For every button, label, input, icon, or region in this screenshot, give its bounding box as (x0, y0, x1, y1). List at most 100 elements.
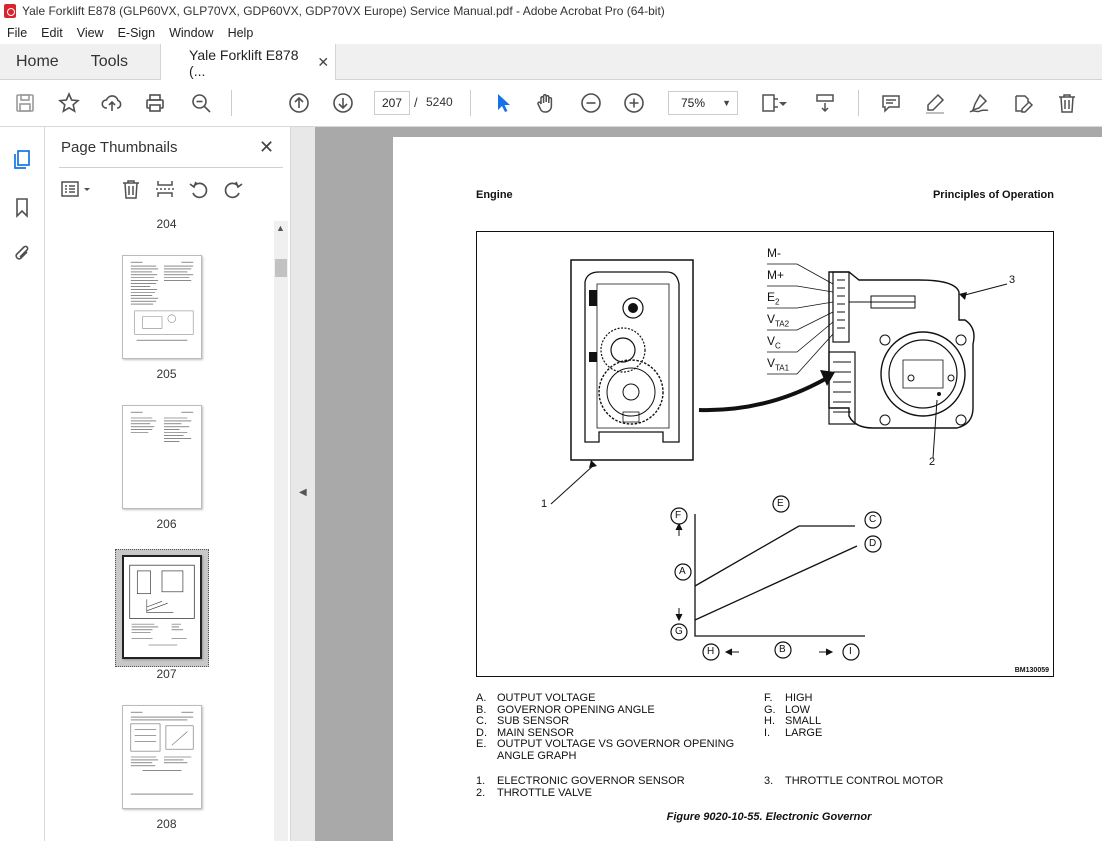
legend-key: 1. (476, 775, 486, 787)
label-e2-main: E (767, 290, 776, 304)
thumbnail-page-208[interactable] (122, 705, 202, 809)
rotate-counterclockwise-icon[interactable] (187, 177, 211, 201)
close-tab-icon[interactable]: ✕ (317, 54, 330, 70)
thumbnail-page-206[interactable] (122, 405, 202, 509)
tab-document[interactable]: Yale Forklift E878 (... ✕ (160, 44, 337, 81)
sign-pen-icon[interactable] (966, 90, 992, 116)
fit-page-chevron-icon[interactable] (776, 90, 790, 116)
thumbnail-label: 207 (156, 667, 177, 681)
panel-collapse-strip[interactable]: ◀ (291, 127, 315, 841)
print-icon[interactable] (142, 90, 168, 116)
save-icon[interactable] (12, 90, 38, 116)
label-vta1-main: V (767, 356, 776, 370)
menu-esign[interactable]: E-Sign (117, 26, 156, 40)
legend-row: C.SUB SENSOR (476, 716, 734, 728)
thumbnail-preview (129, 564, 195, 646)
label-vc: VC (767, 334, 781, 350)
legend-row: H.SMALL (764, 716, 822, 728)
legend-row: E.OUTPUT VOLTAGE VS GOVERNOR OPENING (476, 739, 734, 751)
legend-numbers-right: 3.THROTTLE CONTROL MOTOR (764, 775, 943, 788)
legend-row: D. MAIN SENSOR (476, 726, 734, 740)
legend-key (476, 751, 497, 763)
rotate-clockwise-icon[interactable] (221, 177, 245, 201)
highlight-pen-icon[interactable] (922, 90, 948, 116)
label-vta2-main: V (767, 312, 776, 326)
tab-tools[interactable]: Tools (90, 52, 129, 70)
thumbnail-page-205[interactable] (122, 255, 202, 359)
graph-letter-b: B (779, 644, 786, 655)
graph-letter-g: G (675, 626, 683, 637)
legend-text: MAIN SENSOR (497, 726, 575, 739)
bookmarks-icon[interactable] (10, 195, 34, 219)
zoom-level-value: 75% (681, 96, 706, 110)
delete-trash-icon[interactable] (1054, 90, 1080, 116)
legend-key: 2. (476, 786, 486, 799)
edit-pdf-icon[interactable] (1010, 90, 1036, 116)
page-thumbnails-panel: Page Thumbnails ✕ 204 205 206 (45, 127, 291, 841)
label-vta2: VTA2 (767, 312, 789, 328)
close-panel-icon[interactable]: ✕ (259, 137, 275, 157)
delete-pages-icon[interactable] (119, 177, 143, 201)
label-m-minus: M- (767, 246, 781, 260)
comment-icon[interactable] (878, 90, 904, 116)
chevron-down-icon: ▼ (722, 98, 731, 108)
legend-row: F.HIGH (764, 692, 822, 705)
scroll-mode-icon[interactable] (812, 90, 838, 116)
document-viewer[interactable]: Engine Principles of Operation (315, 127, 1102, 841)
legend-row: B.GOVERNOR OPENING ANGLE (476, 703, 734, 717)
bookmark-star-icon[interactable] (56, 90, 82, 116)
left-rail (0, 127, 45, 841)
upload-cloud-icon[interactable] (99, 90, 125, 116)
legend-row: G.LOW (764, 703, 822, 717)
graph-letter-e: E (777, 498, 784, 509)
legend-text: THROTTLE VALVE (497, 786, 592, 799)
page-number-input[interactable]: 207 (374, 91, 410, 115)
zoom-level-select[interactable]: 75% ▼ (668, 91, 738, 115)
scrollbar-thumb[interactable] (275, 259, 287, 277)
thumbnail-scrollbar[interactable]: ▲ (274, 221, 288, 841)
thumbnail-label: 208 (156, 817, 177, 831)
figure-caption: Figure 9020-10-55. Electronic Governor (666, 811, 872, 823)
previous-page-icon[interactable] (286, 90, 312, 116)
label-e2-sub: 2 (775, 297, 780, 307)
thumbnail-page-207[interactable] (122, 555, 202, 659)
attachments-paperclip-icon[interactable] (10, 241, 34, 265)
total-pages: 5240 (426, 95, 453, 109)
select-cursor-icon[interactable] (490, 90, 516, 116)
menu-view[interactable]: View (76, 26, 104, 40)
next-page-icon[interactable] (330, 90, 356, 116)
menu-file[interactable]: File (7, 26, 28, 40)
fit-page-icon[interactable] (757, 90, 783, 116)
zoom-out-icon[interactable] (578, 90, 604, 116)
zoom-search-icon[interactable] (188, 90, 214, 116)
page-thumbnails-icon[interactable] (10, 147, 34, 171)
graph-letter-d: D (869, 538, 877, 549)
legend-row: 2. THROTTLE VALVE (476, 786, 685, 800)
page-header-left: Engine (476, 189, 513, 201)
scroll-up-icon[interactable]: ▲ (276, 223, 285, 233)
label-m-plus: M+ (767, 268, 785, 282)
legend-text: SMALL (785, 715, 822, 728)
title-bar: Yale Forklift E878 (GLP60VX, GLP70VX, GD… (0, 0, 1102, 22)
menu-window[interactable]: Window (169, 26, 214, 40)
page-separator: / (414, 95, 418, 110)
tab-home[interactable]: Home (16, 52, 59, 70)
legend-text: SUB SENSOR (497, 715, 570, 728)
figure-illustration (550, 259, 1008, 661)
thumbnail-options-icon[interactable] (59, 177, 95, 201)
zoom-in-icon[interactable] (621, 90, 647, 116)
legend-letters-left: A.OUTPUT VOLTAGE B.GOVERNOR OPENING ANGL… (476, 692, 734, 763)
extract-pages-icon[interactable] (153, 177, 177, 201)
menu-edit[interactable]: Edit (41, 26, 63, 40)
legend-row: 1.ELECTRONIC GOVERNOR SENSOR (476, 775, 685, 788)
legend-text: ANGLE GRAPH (497, 749, 577, 762)
menu-help[interactable]: Help (227, 26, 254, 40)
hand-tool-icon[interactable] (533, 90, 559, 116)
legend-text: GOVERNOR OPENING ANGLE (497, 703, 655, 716)
legend-key: D. (476, 726, 487, 739)
callout-3: 3 (1009, 274, 1016, 286)
thumbnail-list: 204 205 206 207 (59, 211, 274, 841)
legend-key: G. (764, 703, 776, 716)
label-vta1-sub: TA1 (775, 363, 790, 373)
collapse-left-icon[interactable]: ◀ (299, 487, 307, 498)
